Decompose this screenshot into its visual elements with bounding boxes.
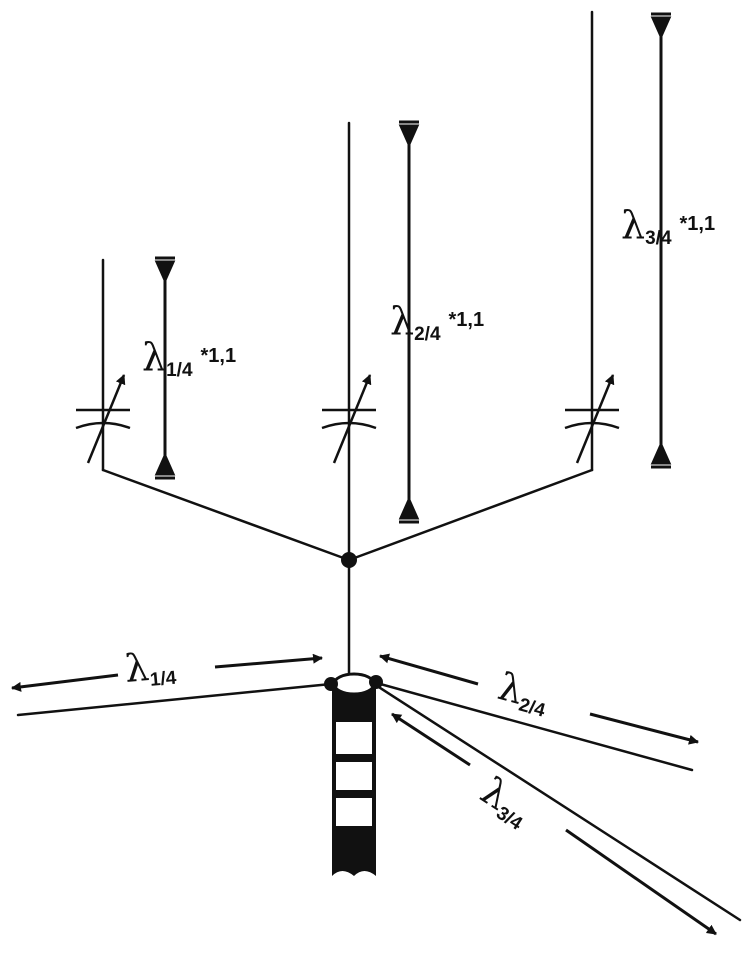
radial-1: [16, 682, 333, 717]
variable-capacitor-center: [321, 374, 377, 464]
variable-capacitor-left: [75, 374, 131, 464]
radial-dimension-1-left: [11, 673, 119, 692]
label-radial-lambda-3-4: λ3/4: [472, 769, 540, 835]
radial-dimension-2-end: [589, 712, 699, 745]
radial-dimension-1-right: [214, 653, 323, 669]
label-lambda-1-4-factor: λ1/4*1,1: [142, 335, 236, 381]
dimension-lambda-1-4: [154, 256, 176, 480]
label-radial-lambda-2-4: λ2/4: [493, 664, 554, 722]
dimension-lambda-3-4: [650, 12, 672, 469]
feed-arm-left: [101, 468, 351, 562]
radial-dot-right: [369, 675, 383, 689]
coax-cable: [332, 672, 376, 880]
variable-capacitor-right: [564, 374, 620, 464]
feed-arm-right: [347, 468, 594, 562]
label-lambda-2-4-factor: λ2/4*1,1: [390, 299, 484, 345]
radial-2: [371, 680, 694, 772]
radial-dimension-2-start: [379, 653, 479, 686]
radial-dimension-3-start: [391, 712, 471, 767]
dimension-lambda-2-4: [398, 120, 420, 524]
radial-dimension-3-end: [565, 828, 717, 936]
radial-dot-left: [324, 677, 338, 691]
label-lambda-3-4-factor: λ3/4*1,1: [621, 203, 715, 249]
radial-3: [372, 682, 742, 922]
feed-junction-dot: [341, 552, 357, 568]
label-radial-lambda-1-4: λ1/4: [123, 643, 178, 693]
